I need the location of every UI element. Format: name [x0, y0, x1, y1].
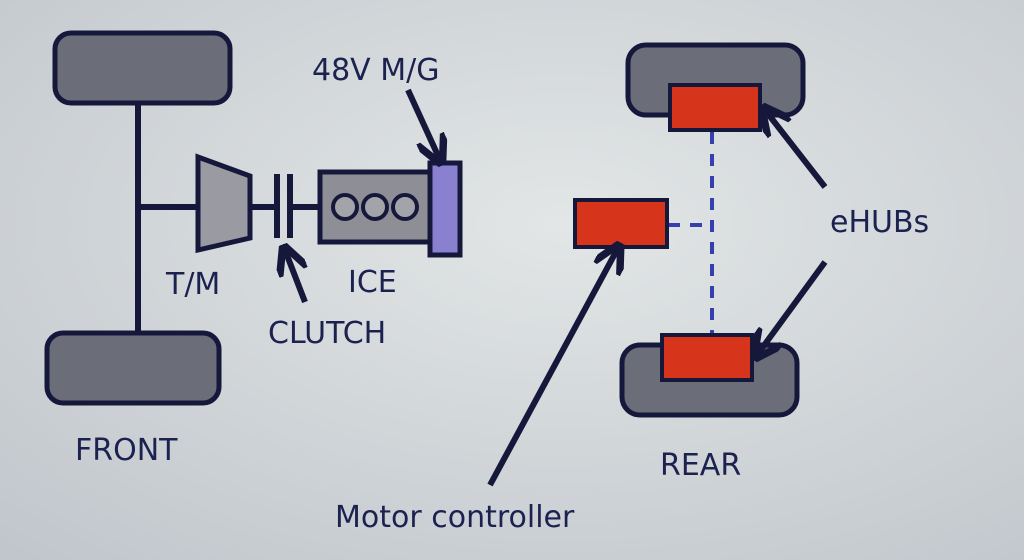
clutch-arrow [285, 250, 308, 304]
ehub-arrow-bottom [757, 260, 828, 355]
motor-controller [573, 198, 669, 249]
front-bottom-wheel [44, 330, 222, 406]
cylinder [391, 193, 419, 221]
tm-label: T/M [165, 267, 220, 302]
ehub-arrow-top [765, 110, 828, 189]
ehub-top [668, 83, 762, 132]
rear-label: REAR [660, 448, 741, 483]
mg-label: 48V M/G [312, 53, 439, 88]
controller-arrow [487, 248, 618, 487]
mg-arrow [405, 88, 440, 160]
cylinder [361, 193, 389, 221]
motor-generator [427, 160, 463, 258]
front-label: FRONT [75, 433, 178, 468]
motor-controller-label: Motor controller [335, 500, 575, 535]
ehubs-label: eHUBs [830, 205, 929, 240]
front-axle-group: 48V M/G T/M ICE CLUTCH FRONT [44, 30, 463, 468]
front-top-wheel [52, 30, 233, 106]
clutch-label: CLUTCH [268, 316, 386, 351]
cylinder [331, 193, 359, 221]
ice-label: ICE [348, 265, 397, 300]
transmission [195, 153, 253, 254]
ehub-bottom [660, 333, 754, 382]
rear-axle-group: eHUBs REAR Motor controller [335, 42, 929, 535]
